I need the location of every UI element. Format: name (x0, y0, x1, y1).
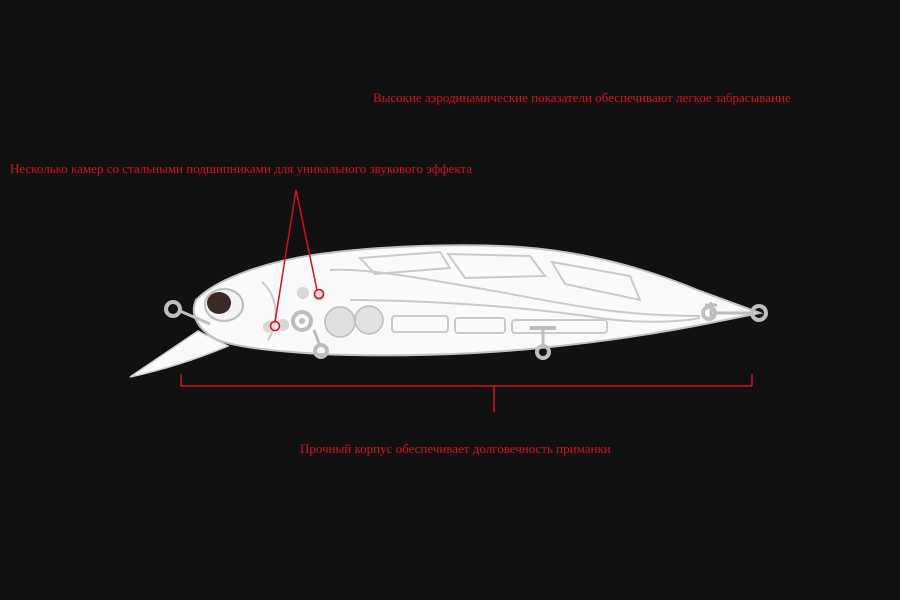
hook-eye-icon (312, 329, 329, 359)
chamber-2 (454, 317, 506, 334)
top-panel-3 (550, 260, 642, 302)
steel-ball-icon (297, 287, 309, 299)
internal-frame-2 (349, 299, 701, 323)
annotation-chambers: Несколько камер со стальными подшипникам… (10, 161, 473, 176)
internal-frame (329, 268, 701, 317)
steel-ball-icon (324, 306, 356, 338)
weight-gear-icon (291, 310, 313, 332)
annotation-body: Прочный корпус обеспечивает долговечност… (300, 441, 611, 456)
body-length-bracket (180, 374, 753, 412)
chamber-3 (511, 319, 608, 334)
steel-ball-icon (277, 319, 289, 331)
lure (129, 244, 768, 378)
chamber-1 (391, 315, 449, 333)
diving-lip (129, 330, 230, 378)
annotation-aerodynamics: Высокие аэродинамические показатели обес… (373, 90, 791, 105)
hook-eye-icon (701, 302, 768, 322)
chamber-pointer (269, 189, 325, 332)
line-tie-icon (164, 300, 211, 326)
gill-line (261, 281, 277, 341)
steel-ball-icon (354, 305, 384, 335)
hook-eye-icon (530, 326, 556, 360)
top-panel-2 (446, 252, 547, 280)
top-panel-1 (357, 250, 452, 276)
steel-ball-icon (263, 321, 275, 333)
eye-icon (204, 288, 244, 322)
